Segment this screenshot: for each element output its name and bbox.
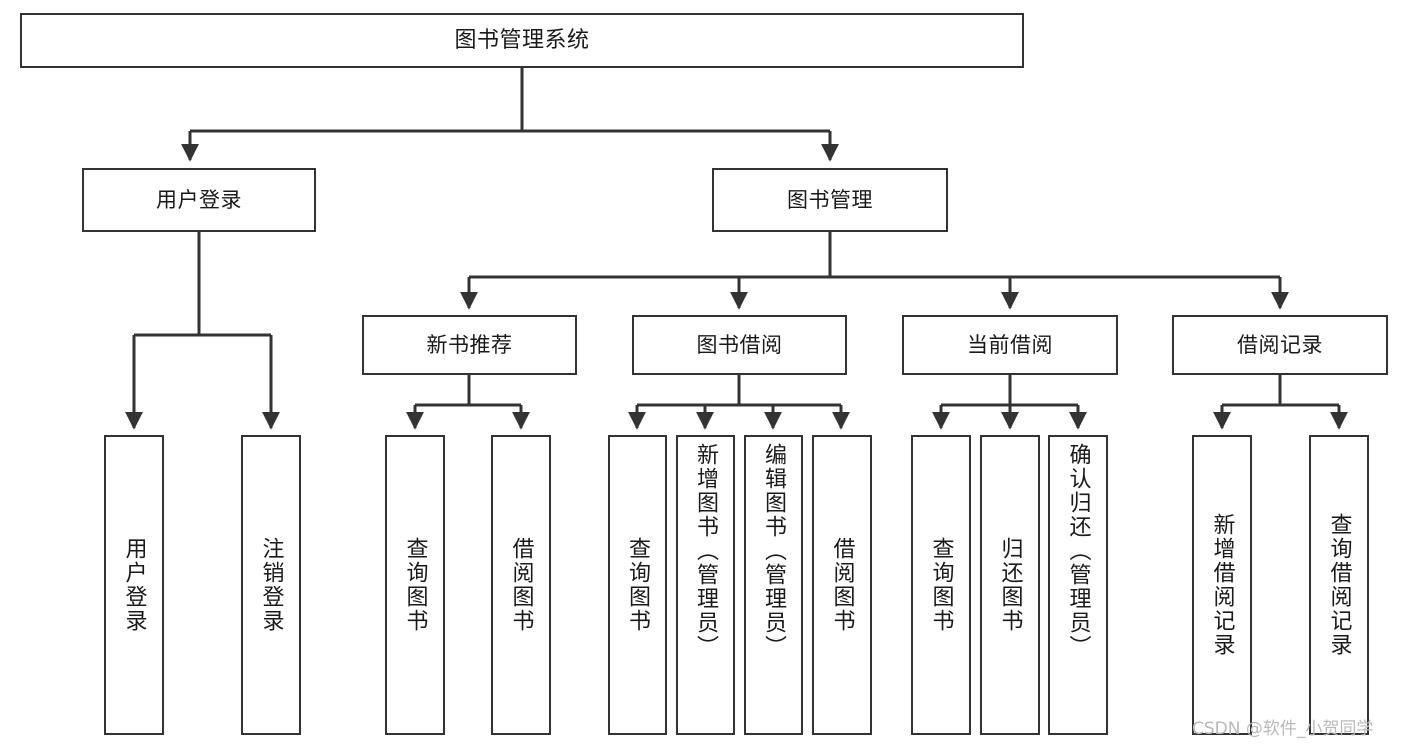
- node-leaf-borrow-book-2-label: 借阅图书: [829, 537, 855, 633]
- node-borrow-record-label: 借阅记录: [1237, 332, 1323, 357]
- node-leaf-edit-book-label: 编辑图书（管理员）: [761, 443, 787, 659]
- node-leaf-confirm-return[interactable]: 确认归还（管理员）: [1048, 435, 1108, 735]
- node-leaf-query-record-label: 查询借阅记录: [1326, 513, 1352, 657]
- node-leaf-query-book-2-label: 查询图书: [625, 537, 651, 633]
- node-leaf-borrow-book-1[interactable]: 借阅图书: [491, 435, 551, 735]
- node-leaf-query-record[interactable]: 查询借阅记录: [1309, 435, 1369, 735]
- node-current-borrow[interactable]: 当前借阅: [902, 315, 1118, 375]
- node-leaf-add-book[interactable]: 新增图书（管理员）: [676, 435, 735, 735]
- node-leaf-user-login-label: 用户登录: [121, 537, 147, 633]
- node-leaf-return-book[interactable]: 归还图书: [980, 435, 1040, 735]
- node-book-management-label: 图书管理: [787, 187, 873, 212]
- node-new-book-recommend[interactable]: 新书推荐: [362, 315, 577, 375]
- node-leaf-logout-login-label: 注销登录: [258, 537, 284, 633]
- node-leaf-query-book-2[interactable]: 查询图书: [608, 435, 667, 735]
- node-leaf-borrow-book-1-label: 借阅图书: [508, 537, 534, 633]
- node-leaf-logout-login[interactable]: 注销登录: [241, 435, 301, 735]
- node-book-borrow[interactable]: 图书借阅: [632, 315, 847, 375]
- node-user-login-label: 用户登录: [156, 187, 242, 212]
- node-leaf-add-record[interactable]: 新增借阅记录: [1192, 435, 1252, 735]
- node-leaf-add-record-label: 新增借阅记录: [1209, 513, 1235, 657]
- node-leaf-query-book-3[interactable]: 查询图书: [911, 435, 971, 735]
- node-leaf-query-book-1-label: 查询图书: [402, 537, 428, 633]
- node-root-label: 图书管理系统: [454, 27, 590, 53]
- node-leaf-query-book-1[interactable]: 查询图书: [385, 435, 445, 735]
- node-leaf-query-book-3-label: 查询图书: [928, 537, 954, 633]
- node-leaf-user-login[interactable]: 用户登录: [104, 435, 164, 735]
- node-borrow-record[interactable]: 借阅记录: [1172, 315, 1388, 375]
- node-leaf-confirm-return-label: 确认归还（管理员）: [1065, 443, 1091, 659]
- node-book-borrow-label: 图书借阅: [696, 332, 783, 357]
- node-leaf-edit-book[interactable]: 编辑图书（管理员）: [744, 435, 803, 735]
- node-user-login[interactable]: 用户登录: [82, 168, 316, 232]
- node-current-borrow-label: 当前借阅: [967, 332, 1053, 357]
- node-root[interactable]: 图书管理系统: [20, 13, 1024, 68]
- node-book-management[interactable]: 图书管理: [712, 168, 948, 232]
- watermark: CSDN @软件_小贺同学: [1192, 719, 1374, 739]
- node-new-book-recommend-label: 新书推荐: [426, 332, 513, 357]
- node-leaf-borrow-book-2[interactable]: 借阅图书: [812, 435, 872, 735]
- node-leaf-add-book-label: 新增图书（管理员）: [693, 443, 719, 659]
- node-leaf-return-book-label: 归还图书: [997, 537, 1023, 633]
